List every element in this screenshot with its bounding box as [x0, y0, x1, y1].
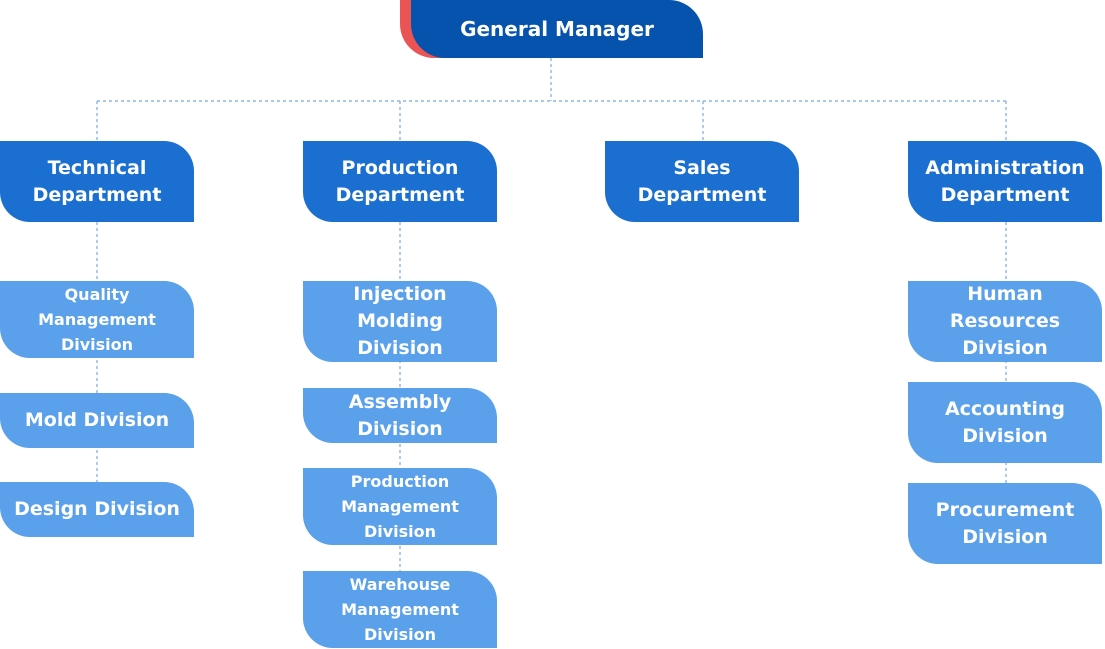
- division-quality-management: Quality Management Division: [0, 281, 194, 358]
- dept-technical: Technical Department: [0, 141, 194, 222]
- division-procurement: Procurement Division: [908, 483, 1102, 564]
- division-mold: Mold Division: [0, 393, 194, 448]
- dept-administration: Administration Department: [908, 141, 1102, 222]
- division-warehouse-management: Warehouse Management Division: [303, 571, 497, 648]
- division-design: Design Division: [0, 482, 194, 537]
- division-accounting: Accounting Division: [908, 382, 1102, 463]
- division-production-management: Production Management Division: [303, 468, 497, 545]
- division-human-resources: Human Resources Division: [908, 281, 1102, 362]
- root-node-general-manager: General Manager: [411, 0, 703, 58]
- division-injection-molding: Injection Molding Division: [303, 281, 497, 362]
- dept-production: Production Department: [303, 141, 497, 222]
- division-assembly: Assembly Division: [303, 388, 497, 443]
- dept-sales: Sales Department: [605, 141, 799, 222]
